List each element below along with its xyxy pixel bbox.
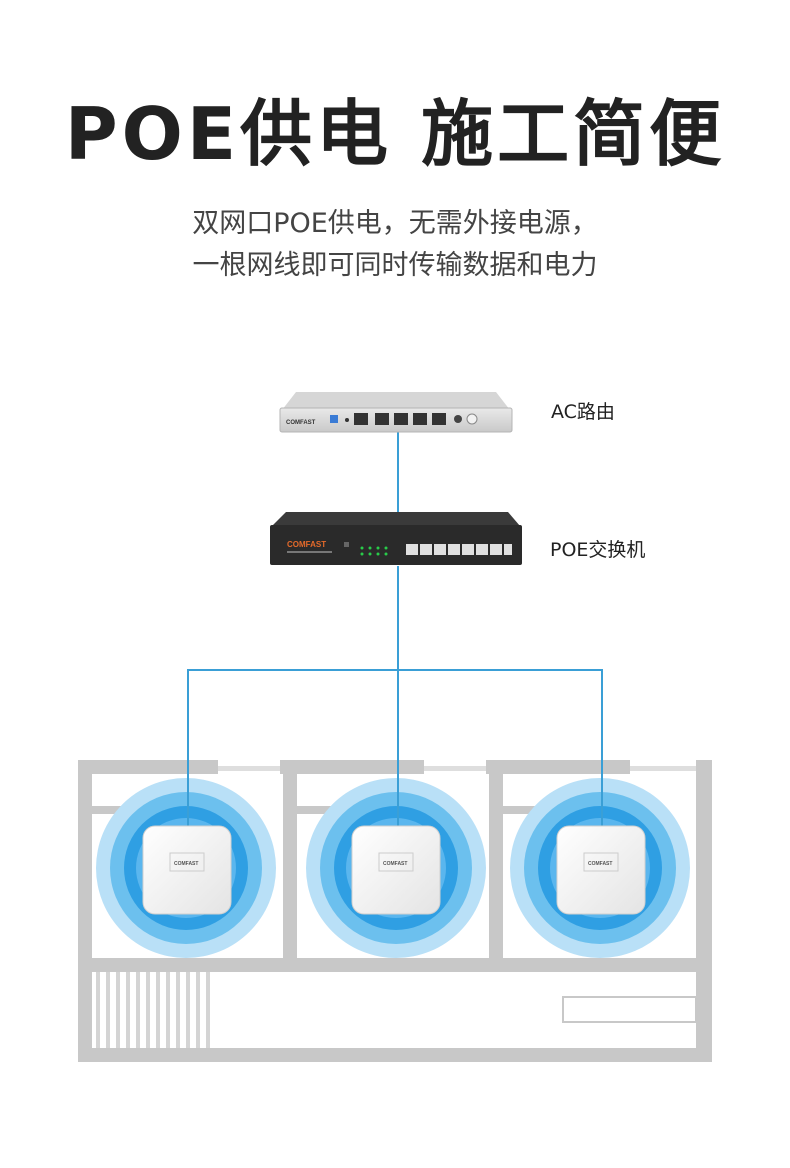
ap-brand-1: COMFAST (174, 861, 198, 867)
access-point-3: COMFAST (556, 825, 646, 915)
switch-label: POE交换机 (550, 539, 645, 561)
subtitle-line-2: 一根网线即可同时传输数据和电力 (192, 250, 598, 281)
page-title: POE供电 施工简便 (64, 92, 726, 176)
stairs (96, 972, 210, 1048)
network-cables (187, 430, 603, 826)
access-point-2: COMFAST (351, 825, 441, 915)
ap-brand-3: COMFAST (588, 861, 612, 867)
router-brand: COMFAST (286, 420, 316, 426)
access-point-1: COMFAST (142, 825, 232, 915)
subtitle-line-1: 双网口POE供电，无需外接电源， (192, 208, 598, 239)
ac-router: COMFAST (279, 392, 513, 433)
ap-brand-2: COMFAST (383, 861, 407, 867)
switch-brand: COMFAST (287, 540, 326, 549)
poe-switch: COMFAST (270, 512, 522, 565)
router-label: AC路由 (551, 401, 615, 423)
